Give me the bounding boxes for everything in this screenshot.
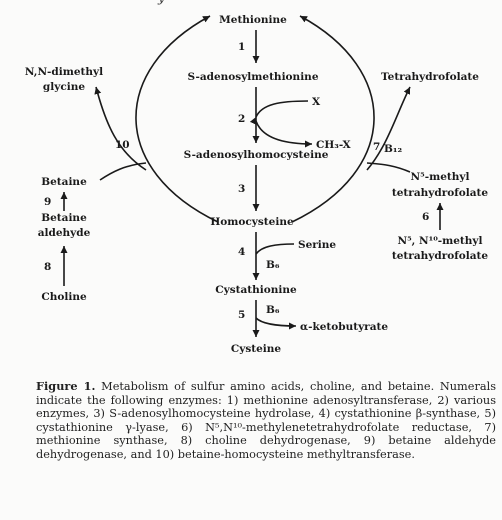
node-dimethylglycine-line1: N,N-dimethyl	[25, 66, 103, 78]
top-text-fragment: y	[158, 0, 165, 5]
serine-input-curve	[255, 243, 295, 255]
tetrahydrofolate-output-curve	[366, 86, 411, 171]
remethylation-arc-left	[135, 15, 219, 223]
node-x: X	[312, 96, 321, 108]
node-s-adenosylmethionine: S-adenosylmethionine	[188, 71, 319, 83]
node-betaine-aldehyde-line2: aldehyde	[38, 227, 91, 239]
enzyme-number-6: 6	[422, 211, 429, 223]
enzyme-number-2: 2	[238, 113, 245, 125]
node-tetrahydrofolate: Tetrahydrofolate	[381, 71, 479, 83]
methyl-thf-input-curve	[366, 162, 411, 173]
x-input-curve	[249, 100, 309, 125]
node-methylene-thf-line2: tetrahydrofolate	[392, 250, 488, 262]
enzyme-number-9: 9	[44, 196, 51, 208]
node-methyl-thf-line2: tetrahydrofolate	[392, 187, 488, 199]
node-homocysteine: Homocysteine	[210, 216, 294, 228]
enzyme-number-10: 10	[115, 139, 130, 151]
betaine-input-curve	[99, 162, 147, 181]
node-cysteine: Cysteine	[231, 343, 282, 355]
enzyme-number-1: 1	[238, 41, 245, 53]
caption-label: Figure 1.	[36, 379, 96, 393]
node-methyl-thf-line1: N⁵-methyl	[411, 171, 470, 183]
node-s-adenosylhomocysteine: S-adenosylhomocysteine	[184, 149, 329, 161]
enzyme-number-8: 8	[44, 261, 51, 273]
node-cystathionine: Cystathionine	[215, 284, 297, 296]
node-methylene-thf-line1: N⁵, N¹⁰-methyl	[397, 235, 482, 247]
node-serine: Serine	[298, 239, 336, 251]
node-alpha-ketobutyrate: α-ketobutyrate	[300, 321, 388, 333]
node-dimethylglycine-line2: glycine	[43, 81, 85, 93]
cofactor-b6-a: B₆	[266, 259, 280, 271]
enzyme-number-5: 5	[238, 309, 245, 321]
figure-caption: Figure 1. Metabolism of sulfur amino aci…	[36, 379, 496, 462]
caption-text: Metabolism of sulfur amino acids, cholin…	[36, 380, 496, 461]
enzyme-number-4: 4	[238, 246, 245, 258]
remethylation-arc-right	[291, 15, 375, 223]
enzyme-number-7: 7	[373, 141, 380, 153]
node-betaine-aldehyde-line1: Betaine	[41, 212, 87, 224]
enzyme-number-3: 3	[238, 183, 245, 195]
ketobutyrate-output-curve	[255, 317, 297, 330]
node-choline: Choline	[41, 291, 87, 303]
node-betaine: Betaine	[41, 176, 87, 188]
cofactor-b6-b: B₆	[266, 304, 280, 316]
ch3x-output-curve	[255, 120, 313, 148]
node-methionine: Methionine	[219, 14, 287, 26]
node-ch3-x: CH₃-X	[316, 139, 351, 151]
cofactor-b12: B₁₂	[384, 143, 402, 155]
